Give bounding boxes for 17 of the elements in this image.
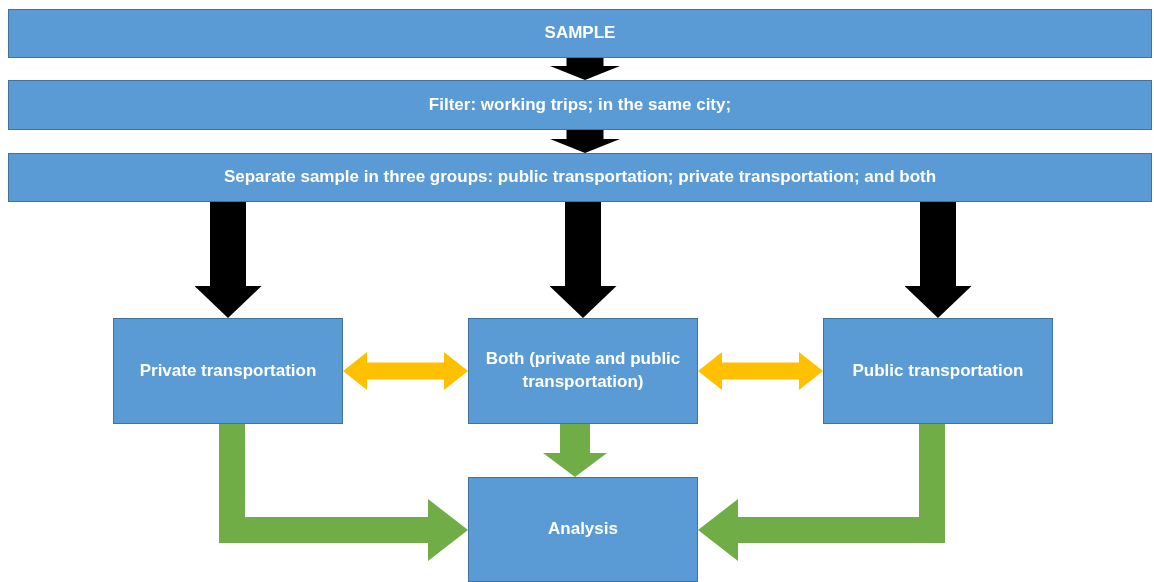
process-box: Separate sample in three groups: public transportation; private transportation; and both bbox=[8, 153, 1152, 202]
block-arrow bbox=[698, 352, 823, 390]
group-box: Private transportation bbox=[113, 318, 343, 424]
group-box: Public transportation bbox=[823, 318, 1053, 424]
block-arrow bbox=[550, 58, 620, 80]
block-arrow bbox=[904, 202, 972, 318]
block-arrow bbox=[550, 130, 620, 153]
block-arrow bbox=[698, 424, 945, 561]
block-arrow bbox=[343, 352, 468, 390]
analysis-box: Analysis bbox=[468, 477, 698, 582]
process-box: SAMPLE bbox=[8, 9, 1152, 58]
filter-box: Filter: working trips; in the same city; bbox=[8, 80, 1152, 130]
block-arrow bbox=[543, 424, 607, 477]
group-box: Both (private and public transportation) bbox=[468, 318, 698, 424]
block-arrow bbox=[194, 202, 262, 318]
block-arrow bbox=[549, 202, 617, 318]
block-arrow bbox=[219, 424, 468, 561]
